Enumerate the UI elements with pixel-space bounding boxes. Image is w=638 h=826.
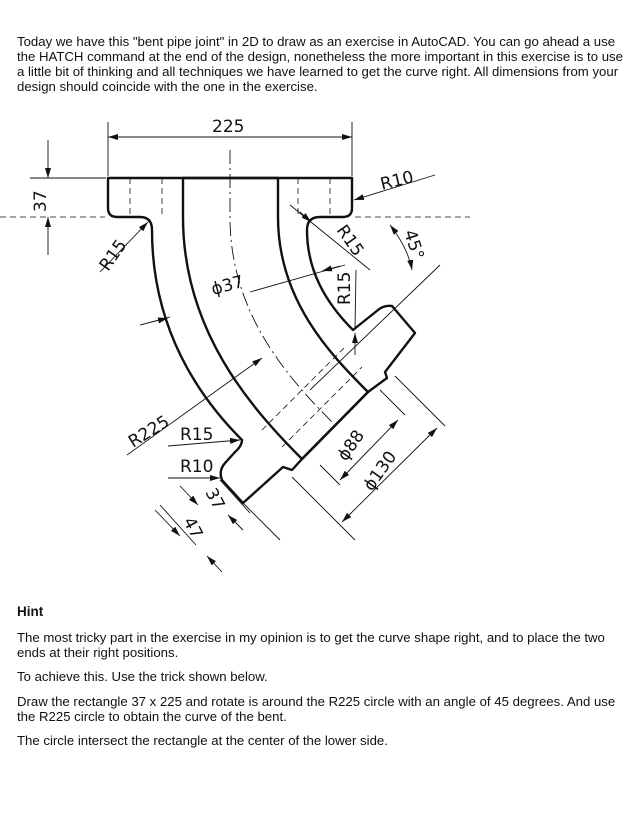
dim-r225: R225 bbox=[125, 412, 173, 452]
intro-paragraph: Today we have this "bent pipe joint" in … bbox=[17, 34, 623, 94]
dim-r15-lower: R15 bbox=[180, 425, 213, 445]
dim-47-thickness: 47 bbox=[179, 514, 207, 542]
hint-heading: Hint bbox=[17, 604, 44, 619]
dim-phi37: ϕ37 bbox=[209, 272, 246, 300]
dim-37-flange: 37 bbox=[31, 190, 51, 212]
dim-r15-left: R15 bbox=[96, 236, 132, 275]
bent-pipe-drawing: 225 37 R15 R10 R15 45° ϕ37 R15 R225 R15 … bbox=[0, 117, 470, 573]
dim-r15-inner: R15 bbox=[335, 272, 355, 305]
dim-phi88: ϕ88 bbox=[334, 426, 369, 464]
dim-r10-top: R10 bbox=[378, 167, 415, 194]
hint-paragraph: To achieve this. Use the trick shown bel… bbox=[17, 669, 268, 684]
dim-45-deg: 45° bbox=[399, 227, 427, 262]
pipe-body-hatched bbox=[106, 176, 417, 505]
dim-225: 225 bbox=[212, 117, 244, 137]
hint-paragraph: The circle intersect the rectangle at th… bbox=[17, 733, 388, 748]
dim-r10-lower: R10 bbox=[180, 457, 213, 477]
dim-phi130: ϕ130 bbox=[360, 448, 401, 495]
pipe-bore bbox=[181, 176, 370, 461]
dim-37-thickness: 37 bbox=[201, 485, 229, 513]
hint-paragraph: Draw the rectangle 37 x 225 and rotate i… bbox=[17, 694, 616, 724]
hint-paragraph: The most tricky part in the exercise in … bbox=[17, 630, 605, 660]
dim-r15-right: R15 bbox=[332, 221, 368, 260]
